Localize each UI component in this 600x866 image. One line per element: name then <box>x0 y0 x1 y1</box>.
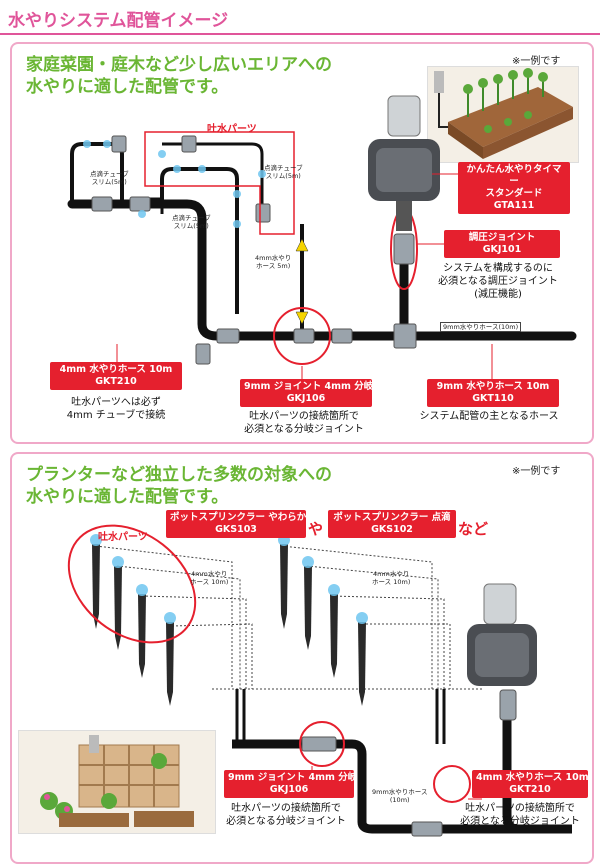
callout-hose-4mm: 4mm 水やりホース 10m GKT210 <box>50 362 182 390</box>
page-title: 水やりシステム配管イメージ <box>8 11 229 31</box>
drip-tube-label-3: 点滴チューブ スリム(5m) <box>264 164 303 180</box>
hose9-label: 9mm水やりホース (10m) <box>372 788 428 804</box>
sprinkler-group-2 <box>280 544 366 706</box>
hose4-description: 吐水パーツの接続箇所で 必須となる分岐ジョイント <box>460 803 580 827</box>
title-divider <box>0 33 600 35</box>
panel1-discharge-parts-label: 吐水パーツ <box>207 124 257 135</box>
main-hose-9mm <box>232 739 572 834</box>
panel1-example-note: ※一例です <box>512 56 561 67</box>
callout-soft-sprinkler: ポットスプリンクラー やわらか GKS103 <box>166 510 306 538</box>
callout-soft-code: GKS103 <box>215 524 257 535</box>
hose-4mm-label: 4mm水やり ホース 5m) <box>255 254 292 270</box>
planter-illustration <box>40 735 194 827</box>
timer-drop-hose <box>502 714 518 834</box>
callout-hose4-code: GKT210 <box>509 784 551 795</box>
callout-regulator-code: GKJ101 <box>482 244 522 255</box>
garden-bed-illustration <box>434 68 573 159</box>
panel2-heading-line2: 水やりに適した配管です。 <box>26 487 229 507</box>
callout-timer-code: GTA111 <box>493 200 535 211</box>
callout-timer-name: かんたん水やりタイマー スタンダード <box>466 164 562 199</box>
hose4-highlight-circle <box>433 765 471 803</box>
joint-highlight-circle <box>273 307 331 365</box>
main-hose-9mm <box>67 199 577 341</box>
callout-joint-name: 9mm ジョイント 4mm 分岐 <box>244 381 374 392</box>
planter-photo <box>18 730 216 834</box>
drip-tube-right <box>162 142 264 214</box>
callout-drip-sprinkler: ポットスプリンクラー 点滴 GKS102 <box>328 510 456 538</box>
callout-regulator: 調圧ジョイント GKJ101 <box>444 230 560 258</box>
faucet-body <box>387 95 421 137</box>
joint-description: 吐水パーツの接続箇所で 必須となる分岐ジョイント <box>226 803 346 827</box>
panel2-discharge-parts-label: 吐水パーツ <box>98 532 148 543</box>
callout-hose-9mm-code: GKT110 <box>472 393 514 404</box>
hose-4mm-description: 吐水パーツへは必ず 4mm チューブで接続 <box>66 397 166 421</box>
callout-regulator-name: 調圧ジョイント <box>468 232 536 243</box>
callout-joint-name: 9mm ジョイント 4mm 分岐 <box>228 772 358 783</box>
panel-garden-piping: 家庭菜園・庭木など少し広いエリアへの 水やりに適した配管です。 ※一例です <box>10 42 594 444</box>
callout-hose-4mm-code: GKT210 <box>95 376 137 387</box>
callout-hose-9mm: 9mm 水やりホース 10m GKT110 <box>427 379 559 407</box>
joint-highlight-circle <box>299 721 345 767</box>
panel-planter-piping: プランターなど独立した多数の対象への 水やりに適した配管です。 ※一例です <box>10 452 594 864</box>
hose4-label-1: 4mm水やり ホース 10m) <box>190 570 229 586</box>
callout-hose4-name: 4mm 水やりホース 10m <box>476 772 589 783</box>
regulator-description: システムを構成するのに 必須となる調圧ジョイント (減圧機能) <box>438 263 558 300</box>
callout-soft-name: ポットスプリンクラー やわらか <box>170 512 307 523</box>
joiner-ya: や <box>308 520 324 538</box>
joint-description: 吐水パーツの接続箇所で 必須となる分岐ジョイント <box>244 411 364 435</box>
drip-tube-label-1: 点滴チューブ スリム(5m) <box>90 170 129 186</box>
callout-drip-name: ポットスプリンクラー 点滴 <box>333 512 451 523</box>
hose-9mm-description: システム配管の主となるホース <box>419 411 559 422</box>
callout-hose-9mm-name: 9mm 水やりホース 10m <box>436 381 550 392</box>
garden-bed-photo <box>427 66 579 163</box>
joiner-nado: など <box>458 520 489 538</box>
panel2-piping-diagram <box>67 524 572 837</box>
hose-9mm-label: 9mm水やりホース(10m) <box>440 322 522 332</box>
callout-joint: 9mm ジョイント 4mm 分岐 GKJ106 <box>240 379 374 407</box>
callout-joint-code: GKJ106 <box>286 393 326 404</box>
drip-tube-label-2: 点滴チューブ スリム(5m) <box>172 214 211 230</box>
callout-timer: かんたん水やりタイマー スタンダード GTA111 <box>458 162 570 214</box>
panel1-piping-diagram <box>67 95 577 379</box>
callout-drip-code: GKS102 <box>371 524 413 535</box>
sprinkler-group-1 <box>92 544 174 706</box>
panel1-heading-line2: 水やりに適した配管です。 <box>26 77 229 97</box>
callout-hose-4mm: 4mm 水やりホース 10m GKT210 <box>472 770 589 798</box>
discharge-parts-highlight <box>67 524 197 644</box>
hose4-label-2: 4mm水やり ホース 10m) <box>372 570 411 586</box>
callout-joint-code: GKJ106 <box>269 784 309 795</box>
discharge-parts-outline <box>144 131 295 235</box>
callout-joint: 9mm ジョイント 4mm 分岐 GKJ106 <box>224 770 358 798</box>
callout-hose-4mm-name: 4mm 水やりホース 10m <box>59 364 173 375</box>
panel2-example-note: ※一例です <box>512 466 561 477</box>
panel2-heading-line1: プランターなど独立した多数の対象への <box>26 465 332 485</box>
panel1-heading-line1: 家庭菜園・庭木など少し広いエリアへの <box>26 55 332 75</box>
